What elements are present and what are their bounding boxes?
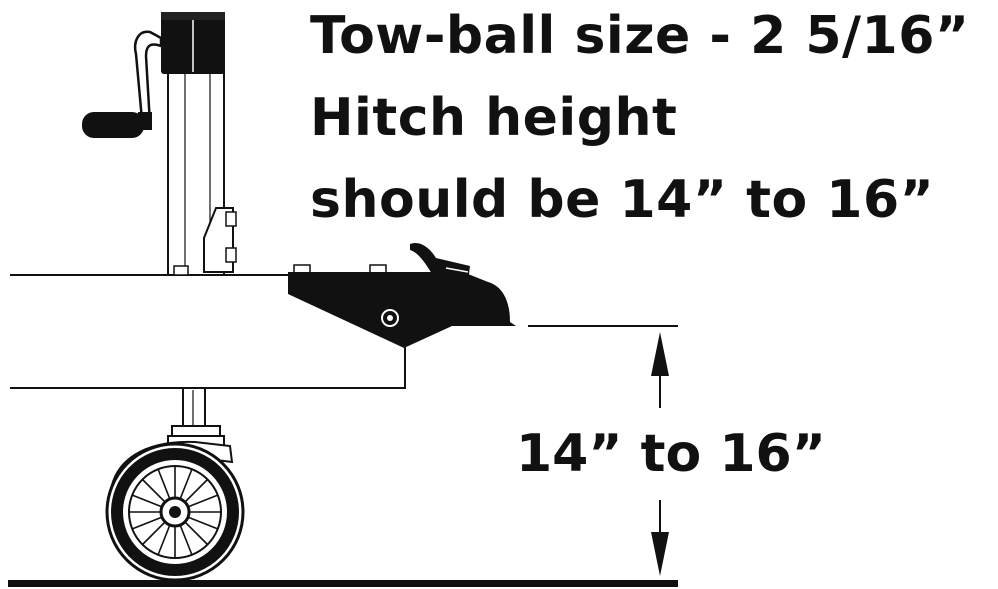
hitch-coupler [288,242,516,348]
ground-line [8,580,678,587]
jack-cap [161,12,225,74]
crank-handle-grip [82,112,144,138]
jack-wheel [105,442,245,582]
heading-line-height-range: should be 14” to 16” [310,170,935,230]
dimension-label: 14” to 16” [512,428,830,480]
dimension-arrow-down [651,500,669,576]
dimension-arrow-up [651,332,669,408]
heading-line-hitch-height: Hitch height [310,88,678,148]
heading-line-towball-size: Tow-ball size - 2 5/16” [310,6,970,66]
jack-tube [167,69,237,276]
